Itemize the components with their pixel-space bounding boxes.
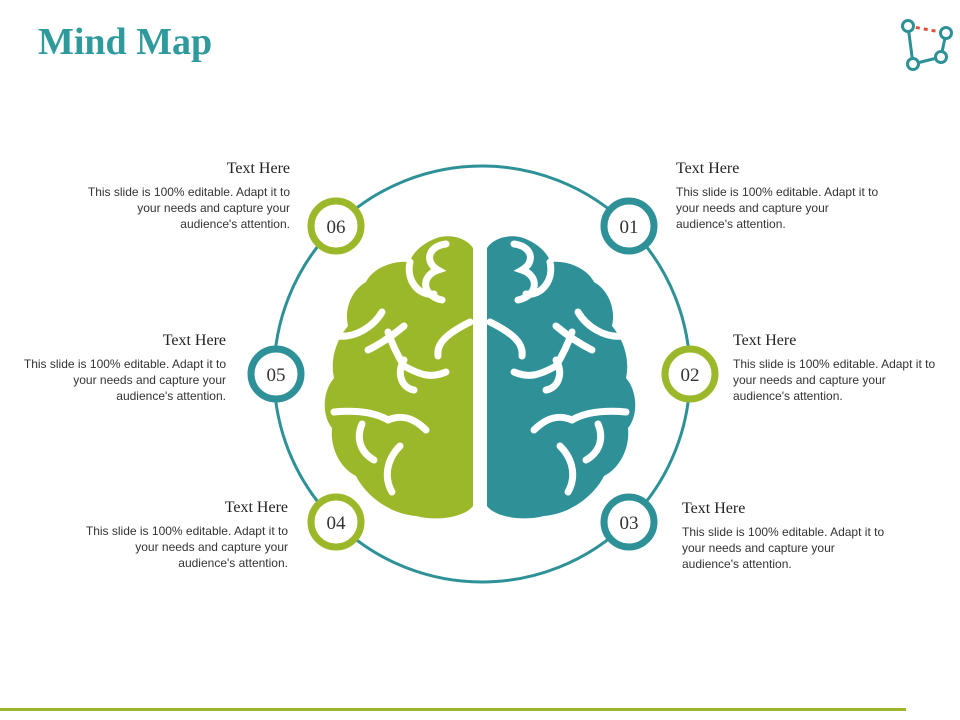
text-block-03: Text Here This slide is 100% editable. A… <box>682 500 894 572</box>
text-block-body: This slide is 100% editable. Adapt it to… <box>733 357 936 403</box>
node-03: 03 <box>600 493 658 551</box>
node-number: 02 <box>681 365 700 386</box>
text-block-04: Text Here This slide is 100% editable. A… <box>76 499 288 571</box>
footer-rule <box>0 708 906 711</box>
network-nodes-icon <box>901 19 953 71</box>
slide-title: Mind Map <box>38 21 213 63</box>
text-block-body: This slide is 100% editable. Adapt it to… <box>87 185 290 231</box>
text-block-heading: Text Here <box>226 160 290 177</box>
brain-icon <box>324 236 636 519</box>
node-04: 04 <box>307 493 365 551</box>
text-block-05: Text Here This slide is 100% editable. A… <box>14 332 226 404</box>
text-block-heading: Text Here <box>162 332 226 349</box>
text-block-body: This slide is 100% editable. Adapt it to… <box>85 524 288 570</box>
text-block-body: This slide is 100% editable. Adapt it to… <box>682 525 885 571</box>
node-number: 01 <box>620 217 639 238</box>
brain-right-hemisphere <box>486 236 636 519</box>
node-05: 05 <box>247 345 305 403</box>
text-block-01: Text Here This slide is 100% editable. A… <box>676 160 888 232</box>
node-number: 06 <box>327 217 346 238</box>
text-block-02: Text Here This slide is 100% editable. A… <box>733 332 945 404</box>
text-block-06: Text Here This slide is 100% editable. A… <box>78 160 290 232</box>
text-block-heading: Text Here <box>224 499 288 516</box>
node-06: 06 <box>307 197 365 255</box>
node-number: 03 <box>620 513 639 534</box>
text-block-heading: Text Here <box>733 332 797 349</box>
node-number: 04 <box>327 513 347 534</box>
brain-left-hemisphere <box>324 236 474 519</box>
text-block-heading: Text Here <box>676 160 740 177</box>
node-number: 05 <box>267 365 286 386</box>
text-block-heading: Text Here <box>682 500 746 517</box>
text-block-body: This slide is 100% editable. Adapt it to… <box>23 357 226 403</box>
text-block-body: This slide is 100% editable. Adapt it to… <box>676 185 879 231</box>
node-01: 01 <box>600 197 658 255</box>
node-02: 02 <box>661 345 719 403</box>
